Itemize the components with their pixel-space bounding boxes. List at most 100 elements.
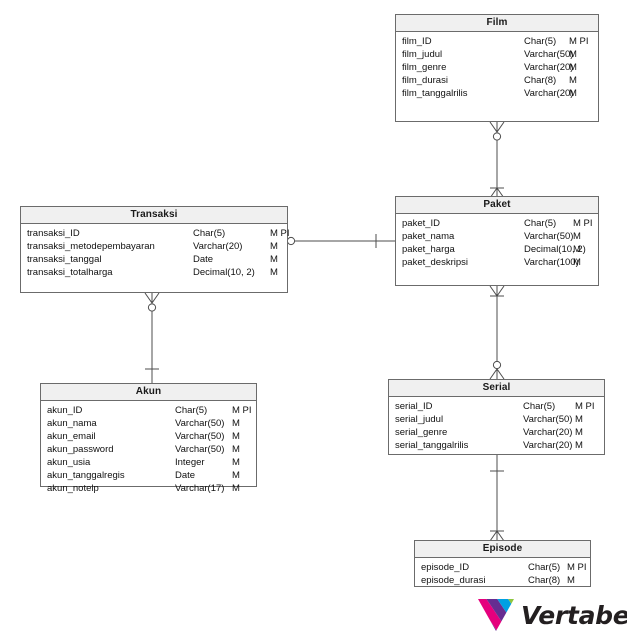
- attribute-type: Varchar(17): [175, 483, 225, 494]
- vertabelo-logo-text: Vertabelo: [521, 601, 627, 630]
- attribute-name: akun_email: [47, 431, 96, 442]
- attribute-type: Date: [193, 254, 214, 265]
- attribute-flags: M PI: [232, 405, 252, 416]
- attribute-name: akun_tanggalregis: [47, 470, 125, 481]
- attribute-type: Varchar(20): [523, 440, 573, 451]
- attribute-name: serial_tanggalrilis: [395, 440, 469, 451]
- attribute-type: Varchar(50): [175, 418, 225, 429]
- attribute-name: serial_ID: [395, 401, 433, 412]
- attribute-flags: M: [573, 257, 581, 268]
- attribute-name: paket_ID: [402, 218, 441, 229]
- attribute-name: akun_usia: [47, 457, 91, 468]
- relationship-transaksi-paket[interactable]: [286, 228, 398, 254]
- vertabelo-logo-mark: [478, 599, 514, 631]
- attribute-row[interactable]: paket_ID Char(5) M PI: [396, 218, 598, 231]
- attribute-flags: M: [567, 575, 575, 586]
- attribute-name: film_tanggalrilis: [402, 88, 468, 99]
- attribute-type: Char(5): [524, 36, 557, 47]
- attribute-row[interactable]: serial_tanggalrilis Varchar(20)M: [389, 440, 604, 453]
- attribute-flags: M: [232, 483, 240, 494]
- attribute-name: transaksi_totalharga: [27, 267, 113, 278]
- relationship-transaksi-akun[interactable]: [132, 289, 172, 387]
- attribute-row[interactable]: akun_nama Varchar(50) M: [41, 418, 256, 431]
- relationship-film-paket[interactable]: [477, 118, 517, 202]
- entity-title-paket: Paket: [396, 197, 598, 214]
- attribute-name: film_judul: [402, 49, 443, 60]
- attribute-name: film_ID: [402, 36, 432, 47]
- attribute-flags: M: [232, 444, 240, 455]
- attribute-type: Decimal(10, 2): [193, 267, 255, 278]
- attribute-name: transaksi_tanggal: [27, 254, 102, 265]
- attribute-type: Char(5): [524, 218, 557, 229]
- attribute-flags: M: [232, 470, 240, 481]
- attribute-flags: M: [569, 75, 577, 86]
- entity-title-transaksi: Transaksi: [21, 207, 287, 224]
- attribute-flags: M: [575, 440, 583, 451]
- attribute-name: film_durasi: [402, 75, 448, 86]
- attribute-name: paket_harga: [402, 244, 455, 255]
- entity-title-akun: Akun: [41, 384, 256, 401]
- attribute-type: Char(5): [528, 562, 561, 573]
- attribute-type: Char(5): [175, 405, 208, 416]
- attribute-flags: M: [232, 418, 240, 429]
- attribute-flags: M: [575, 414, 583, 425]
- attribute-name: akun_nama: [47, 418, 97, 429]
- relationship-paket-serial[interactable]: [477, 282, 517, 383]
- entity-title-episode: Episode: [415, 541, 590, 558]
- attribute-row-inner: paket_ID Char(5) M PI: [396, 218, 598, 231]
- attribute-flags: M: [573, 244, 581, 255]
- attribute-flags: M: [569, 62, 577, 73]
- attribute-type: Varchar(50): [175, 431, 225, 442]
- attribute-name: serial_genre: [395, 427, 448, 438]
- attribute-type: Char(5): [523, 401, 556, 412]
- attribute-flags: M PI: [573, 218, 593, 229]
- attribute-row-inner: akun_nama Varchar(50) M: [41, 418, 256, 431]
- relationship-serial-episode[interactable]: [477, 451, 517, 544]
- entity-title-film: Film: [396, 15, 598, 32]
